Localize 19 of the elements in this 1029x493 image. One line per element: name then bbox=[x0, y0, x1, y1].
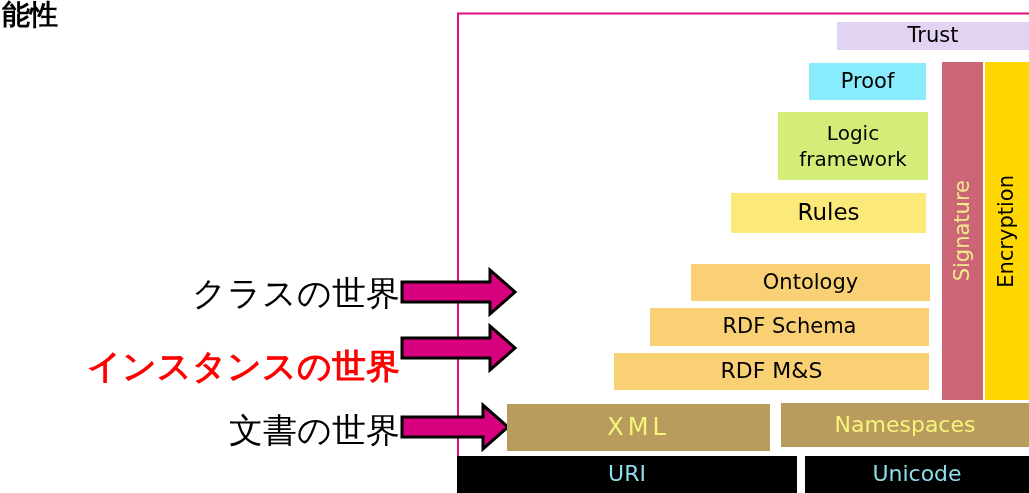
layer-box: Trust bbox=[837, 22, 1029, 50]
layer-box: Proof bbox=[809, 63, 926, 100]
layer-box: Logic framework bbox=[778, 112, 928, 180]
layer-box: Namespaces bbox=[781, 403, 1029, 447]
layer-box: Unicode bbox=[805, 456, 1029, 493]
world-label: インスタンスの世界 bbox=[87, 340, 400, 392]
arrow bbox=[400, 322, 518, 374]
heading-text: 能性 bbox=[2, 0, 58, 31]
world-label: クラスの世界 bbox=[192, 268, 400, 318]
layer-bar: Encryption bbox=[985, 62, 1029, 400]
layer-box: Ontology bbox=[691, 264, 930, 301]
layer-box: URI bbox=[457, 456, 797, 493]
layer-bar: Signature bbox=[942, 62, 983, 400]
layer-box: Rules bbox=[731, 193, 926, 233]
layer-box: RDF Schema bbox=[650, 308, 929, 346]
arrow bbox=[400, 266, 518, 318]
layer-box: XML bbox=[507, 404, 770, 451]
world-label: 文書の世界 bbox=[229, 404, 400, 456]
layer-box: RDF M&S bbox=[614, 353, 929, 390]
